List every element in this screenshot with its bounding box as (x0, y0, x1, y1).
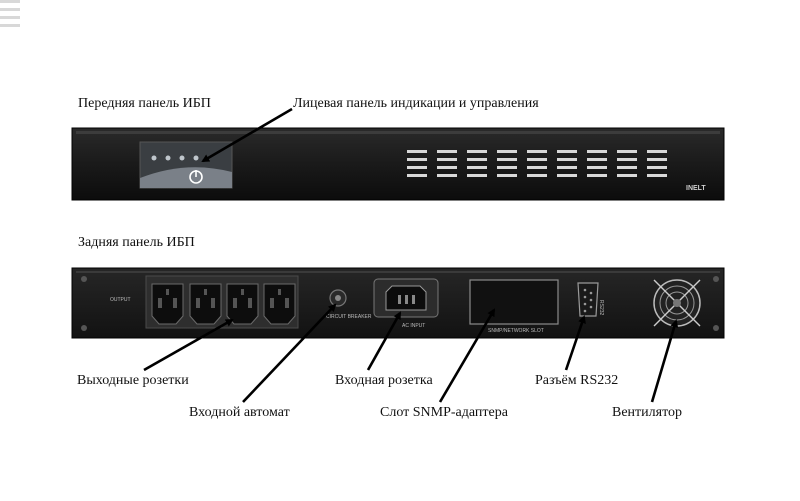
arrow-output-sockets (143, 318, 234, 372)
snmp-slot: SNMP/NETWORK SLOT (469, 279, 559, 334)
status-led-3 (179, 155, 185, 161)
output-sockets-label: Выходные розетки (77, 373, 189, 388)
arrow-snmp-slot (438, 308, 496, 403)
brand-logo: INELT (686, 185, 706, 192)
input-socket-label: Входная розетка (335, 373, 433, 388)
output-socket-3 (226, 283, 259, 325)
rear-panel-label: Задняя панель ИБП (78, 235, 195, 250)
output-mark: OUTPUT (110, 297, 131, 303)
fan (653, 279, 701, 327)
svg-text:AC INPUT: AC INPUT (402, 323, 425, 329)
callout-arrows (143, 107, 679, 403)
status-led-4 (193, 155, 199, 161)
output-socket-2 (189, 283, 222, 325)
svg-text:SNMP/NETWORK SLOT: SNMP/NETWORK SLOT (488, 328, 544, 334)
snmp-slot-label: Слот SNMP-адаптера (380, 405, 508, 420)
input-breaker: CIRCUIT BREAKER (326, 289, 372, 320)
svg-text:RS232: RS232 (598, 300, 604, 316)
rear-panel: OUTPUT CIRCUIT BREAKER (71, 267, 725, 339)
input-socket: AC INPUT (373, 278, 439, 329)
indication-control-panel (139, 141, 233, 189)
rs232-label: Разъём RS232 (535, 373, 619, 388)
svg-text:CIRCUIT BREAKER: CIRCUIT BREAKER (326, 314, 372, 320)
rs232-port: RS232 (577, 282, 604, 317)
input-breaker-label: Входной автомат (189, 405, 290, 420)
indication-panel-label: Лицевая панель индикации и управления (293, 96, 539, 111)
status-led-1 (151, 155, 157, 161)
output-sockets (145, 275, 299, 329)
output-socket-1 (151, 283, 184, 325)
fan-label: Вентилятор (612, 405, 683, 420)
front-panel-label: Передняя панель ИБП (78, 96, 211, 111)
power-button-icon (189, 170, 203, 184)
status-led-2 (165, 155, 171, 161)
arrow-indication-panel (201, 107, 293, 163)
front-vent-grille (0, 0, 667, 177)
arrow-fan (650, 319, 679, 403)
arrow-input-breaker (242, 303, 337, 403)
arrow-input-socket (366, 311, 402, 371)
arrow-rs232 (564, 315, 586, 371)
front-panel: INELT (0, 0, 725, 201)
output-socket-4 (263, 283, 296, 325)
